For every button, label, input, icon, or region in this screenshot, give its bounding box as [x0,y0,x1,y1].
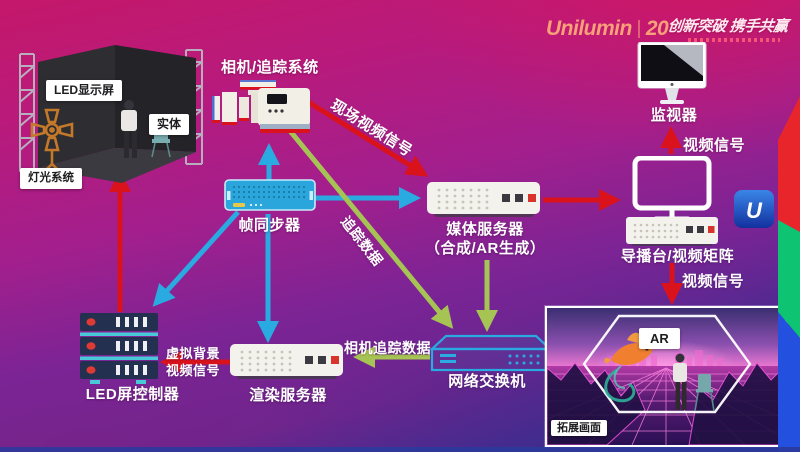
svg-text:U: U [746,198,763,223]
ar-preview-image: AR 拓展画面 [486,306,800,447]
brand-name: Unilumin [546,17,632,40]
camera-label: 相机/追踪系统 [221,59,319,76]
edge-label-video-to-ar: 视频信号 [682,273,745,290]
media-server-label: 媒体服务器 （合成/AR生成） [425,221,546,257]
ar-caption: 拓展画面 [551,420,607,436]
led-controller-device [80,313,158,384]
edge-label-virtual-bg: 虚拟背景 视频信号 [166,346,221,378]
ar-badge: AR [639,328,680,349]
entity-chip: 实体 [149,114,190,135]
network-switch-label: 网络交换机 [448,373,526,390]
led-controller-label: LED屏控制器 [85,386,180,403]
frame-sync-device [224,179,316,211]
frame-sync-label: 帧同步器 [238,217,301,234]
switcher-label: 导播台/视频矩阵 [620,248,735,265]
edge-label-camera-tracking: 相机追踪数据 [344,340,431,356]
unilumin-logo: Unilumin 20 [546,17,669,41]
switcher-device [626,156,718,246]
led-screen-chip: LED显示屏 [46,80,123,101]
slogan-subtext [688,38,780,42]
camera-icon [212,80,310,133]
anniversary-20: 20 [645,17,669,40]
logo-divider [637,20,640,38]
network-switch-device [430,334,552,372]
media-server-device [427,182,540,217]
bottom-strip [0,447,800,452]
monitor-label: 监视器 [650,107,698,124]
edge-stripe-decoration [778,96,800,452]
monitor-icon [637,42,707,104]
edge-label-video-to-monitor: 视频信号 [683,137,746,154]
render-server-device [230,344,343,379]
render-server-label: 渲染服务器 [249,387,327,404]
unilumin-u-icon: U [734,190,774,228]
lighting-chip: 灯光系统 [20,168,82,189]
ar-scene [486,308,800,446]
